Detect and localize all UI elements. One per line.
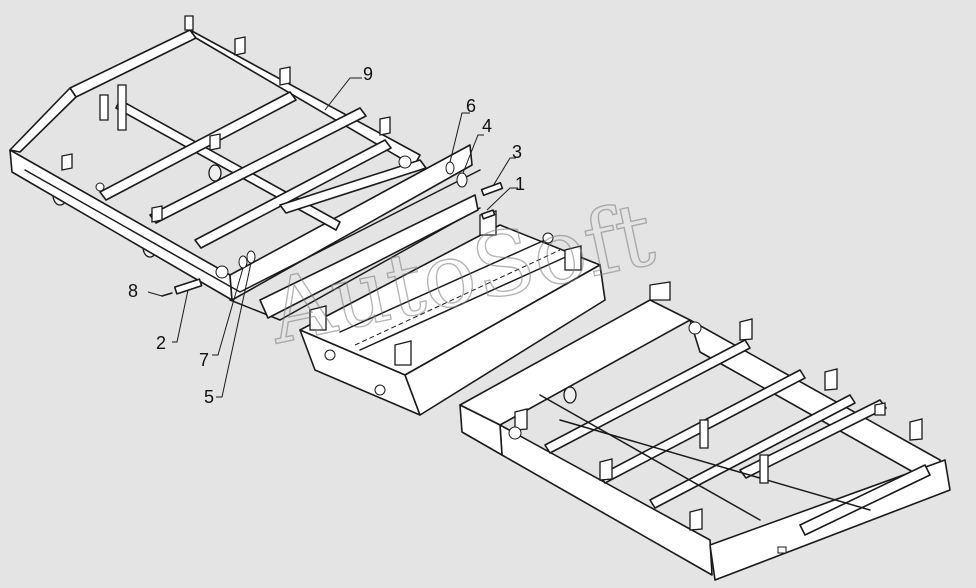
hinge-pin bbox=[173, 278, 203, 295]
hitch-beam-front bbox=[404, 264, 606, 416]
mounting-lug bbox=[151, 205, 163, 223]
mounting-lug bbox=[739, 318, 753, 341]
mounting-lug bbox=[209, 133, 221, 151]
callout-5: 5 bbox=[204, 387, 214, 407]
callout-labels: 9 6 4 3 1 8 2 7 5 bbox=[128, 64, 525, 407]
mounting-lug bbox=[379, 116, 391, 136]
vertical-post bbox=[99, 94, 109, 121]
hitch-bracket bbox=[564, 245, 582, 271]
hitch-bracket bbox=[309, 305, 327, 331]
frame-inner-rail bbox=[539, 394, 761, 521]
frame-crossbar bbox=[739, 399, 887, 479]
frame-bottom-beam bbox=[259, 194, 479, 319]
hitch-hole bbox=[542, 232, 554, 244]
leader-line-2 bbox=[172, 289, 189, 343]
mounting-lug bbox=[61, 153, 73, 171]
callout-2: 2 bbox=[156, 333, 166, 353]
callout-4: 4 bbox=[482, 116, 492, 136]
frame-crossbar bbox=[99, 91, 297, 201]
mounting-lug bbox=[909, 418, 923, 441]
callout-3: 3 bbox=[512, 142, 522, 162]
hitch-hole bbox=[374, 384, 386, 396]
vertical-post bbox=[117, 84, 127, 131]
frame-lower-edge bbox=[24, 169, 481, 293]
nut bbox=[246, 250, 256, 264]
frame-lower-rail bbox=[229, 207, 481, 321]
leader-line-4 bbox=[462, 134, 484, 174]
frame-end-plate bbox=[459, 404, 503, 456]
frame-crossbar bbox=[279, 159, 427, 214]
frame-side-rail bbox=[499, 424, 713, 576]
leader-line-6 bbox=[449, 112, 470, 163]
leader-line-7 bbox=[212, 267, 244, 356]
callout-7: 7 bbox=[199, 350, 209, 370]
washer bbox=[445, 161, 455, 175]
callout-1: 1 bbox=[515, 174, 525, 194]
mounting-lug bbox=[599, 458, 613, 481]
hitch-beam-centerline bbox=[354, 249, 561, 346]
nut bbox=[456, 172, 468, 188]
leader-line-9 bbox=[324, 77, 362, 111]
fasteners bbox=[161, 161, 504, 297]
hinge-eye bbox=[215, 265, 229, 279]
mounting-lug bbox=[824, 368, 838, 391]
frame-crossbar bbox=[194, 139, 392, 249]
mounting-lug bbox=[184, 15, 194, 31]
frame-slot bbox=[777, 546, 787, 554]
vertical-post bbox=[699, 419, 709, 449]
leader-line-8 bbox=[147, 291, 163, 297]
hinge-eye bbox=[508, 426, 522, 440]
frame-crossbar bbox=[149, 107, 367, 224]
frame-end-plate bbox=[9, 87, 77, 153]
frame-rear-rail bbox=[69, 29, 197, 98]
mounting-lug bbox=[874, 402, 886, 416]
hitch-bracket bbox=[394, 340, 412, 366]
leader-line-5 bbox=[216, 262, 252, 398]
hinge-eye bbox=[398, 155, 412, 169]
mounting-lug bbox=[514, 408, 528, 431]
roller-wheel bbox=[208, 164, 222, 182]
mounting-lug bbox=[689, 508, 703, 531]
washer bbox=[238, 255, 248, 269]
frame-section-left bbox=[9, 15, 481, 321]
hinge-bracket bbox=[649, 281, 671, 301]
cotter-pin bbox=[161, 292, 173, 297]
frame-front-beam-side bbox=[229, 144, 473, 301]
hinge-eye bbox=[95, 182, 105, 192]
mounting-lug bbox=[234, 36, 246, 56]
mounting-lug bbox=[279, 66, 291, 86]
hinge-eye bbox=[688, 321, 702, 335]
pin bbox=[480, 209, 496, 220]
leader-line-1 bbox=[486, 187, 518, 211]
callout-8: 8 bbox=[128, 281, 138, 301]
bolt bbox=[480, 181, 504, 197]
frame-crossbar bbox=[649, 394, 856, 509]
vertical-post bbox=[759, 454, 769, 484]
hitch-beam-rail bbox=[339, 239, 546, 333]
callout-6: 6 bbox=[466, 96, 476, 116]
callout-9: 9 bbox=[363, 64, 373, 84]
frame-crossbar bbox=[544, 339, 751, 454]
hitch-hole bbox=[324, 349, 336, 361]
leader-line-3 bbox=[492, 157, 516, 187]
hitch-beam-rail bbox=[359, 254, 571, 351]
frame-section-right bbox=[459, 281, 951, 581]
frame-crossbar bbox=[799, 464, 931, 536]
